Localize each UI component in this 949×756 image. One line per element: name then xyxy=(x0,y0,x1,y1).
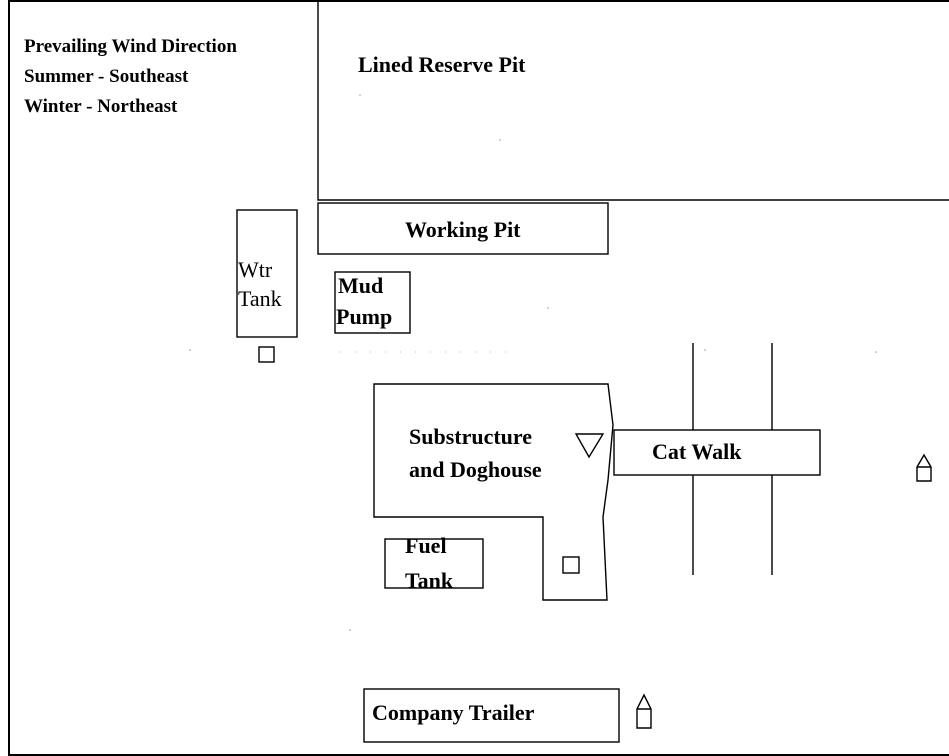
fuel-tank: Fuel Tank xyxy=(384,533,484,593)
working-pit: Working Pit xyxy=(317,202,609,255)
scan-speck xyxy=(189,349,191,351)
mud-pump: Mud Pump xyxy=(334,271,411,334)
wind-note-line-2: Summer - Southeast xyxy=(24,66,189,87)
triangle-down-icon xyxy=(574,433,605,459)
fuel-tank-label-1: Fuel xyxy=(405,533,447,558)
square-marker-icon xyxy=(562,556,580,574)
scan-speck xyxy=(875,351,877,353)
scan-speck xyxy=(704,349,706,351)
wind-note-line-3: Winter - Northeast xyxy=(24,96,178,117)
wind-note-line-1: Prevailing Wind Direction xyxy=(24,36,237,57)
substructure-label-2: and Doghouse xyxy=(409,457,542,482)
house-marker-icon xyxy=(636,693,652,729)
site-boundary xyxy=(8,0,949,756)
working-pit-label: Working Pit xyxy=(405,217,521,242)
wind-direction-note: Prevailing Wind Direction Summer - South… xyxy=(24,36,237,117)
fuel-tank-label-2: Tank xyxy=(405,568,454,593)
scan-speck xyxy=(499,139,501,141)
company-trailer-label: Company Trailer xyxy=(372,700,535,725)
reserve-pit-label: Lined Reserve Pit xyxy=(358,52,526,77)
water-tank-label-2: Tank xyxy=(238,286,282,311)
water-tank: Wtr Tank xyxy=(236,209,298,338)
scan-speck xyxy=(547,307,549,309)
square-marker-icon xyxy=(258,346,275,363)
cat-walk: Cat Walk xyxy=(613,429,821,476)
water-tank-label-1: Wtr xyxy=(238,257,273,282)
lined-reserve-pit: Lined Reserve Pit xyxy=(317,1,949,201)
substructure-label-1: Substructure xyxy=(409,424,532,449)
house-marker-icon xyxy=(916,453,932,482)
company-trailer: Company Trailer xyxy=(363,688,620,743)
substructure-and-doghouse: Substructure and Doghouse xyxy=(373,383,614,601)
scan-speck xyxy=(349,629,351,631)
mud-pump-label-2: Pump xyxy=(336,304,392,329)
scan-speck xyxy=(359,94,361,96)
cat-walk-label: Cat Walk xyxy=(652,439,742,464)
mud-pump-label-1: Mud xyxy=(338,273,383,298)
